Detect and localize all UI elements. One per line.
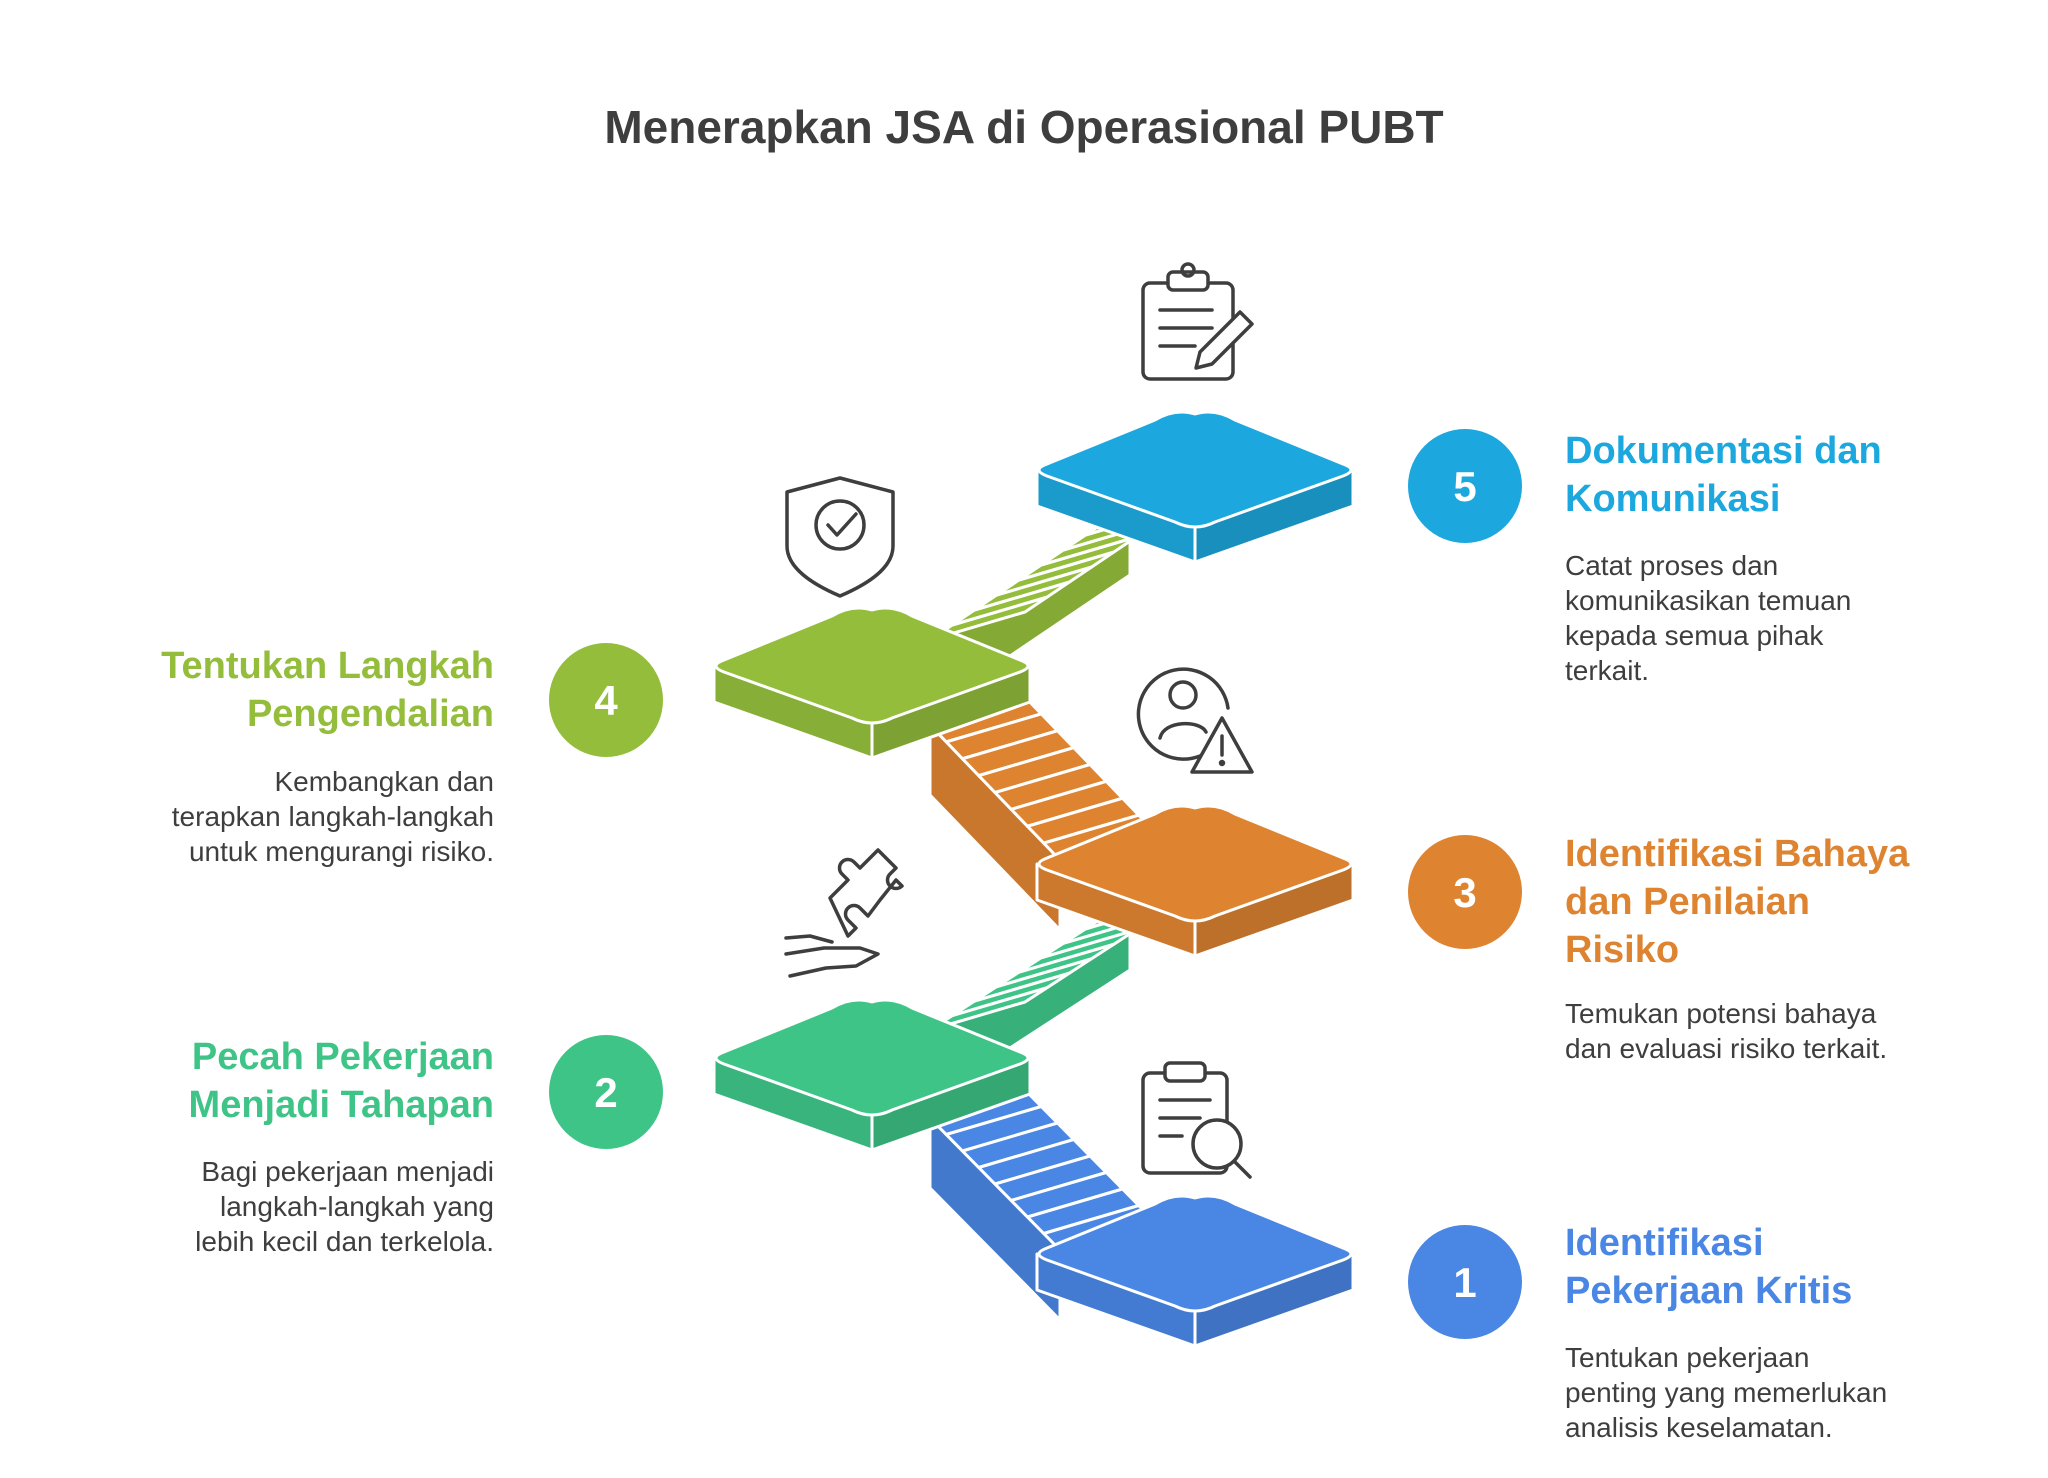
platform-step-5 — [1035, 410, 1355, 564]
step-1-desc-line: Tentukan pekerjaan — [1565, 1342, 1810, 1373]
badge-circle — [549, 1035, 663, 1149]
step-5-desc-line: komunikasikan temuan — [1565, 585, 1852, 616]
step-2-title-line: Pecah Pekerjaan — [191, 1036, 494, 1078]
step-badge-1: 1 — [1408, 1225, 1522, 1339]
step-3-desc-line: dan evaluasi risiko terkait. — [1565, 1033, 1888, 1064]
step-4-desc-line: untuk mengurangi risiko. — [188, 836, 494, 867]
step-2-title-line: Menjadi Tahapan — [188, 1084, 494, 1126]
step-badge-3: 3 — [1408, 835, 1522, 949]
stairs-orange — [928, 695, 1157, 932]
step-badge-5: 5 — [1408, 429, 1522, 543]
step-4-title-line: Tentukan Langkah — [161, 645, 494, 687]
step-5-desc-line: kepada semua pihak — [1565, 620, 1824, 651]
clipboard-search-icon — [1141, 1061, 1252, 1179]
step-2-desc-line: Bagi pekerjaan menjadi — [201, 1156, 494, 1187]
step-4-desc-line: terapkan langkah-langkah — [171, 801, 494, 832]
shield-check-icon — [785, 476, 895, 598]
platform-step-1 — [1035, 1194, 1355, 1348]
step-3-desc-line: Temukan potensi bahaya — [1565, 998, 1877, 1029]
step-4-title: Tentukan Langkah Pengendalian — [54, 642, 494, 738]
step-2-desc-line: lebih kecil dan terkelola. — [195, 1226, 494, 1257]
platform-step-4 — [712, 606, 1032, 760]
step-2-title: Pecah Pekerjaan Menjadi Tahapan — [54, 1033, 494, 1129]
step-1-description: Tentukan pekerjaan penting yang memerluk… — [1565, 1340, 1975, 1445]
badge-circle — [549, 643, 663, 757]
step-3-title-line: dan Penilaian — [1565, 881, 1810, 923]
step-1-desc-line: penting yang memerlukan — [1565, 1377, 1888, 1408]
step-1-title-line: Identifikasi — [1565, 1222, 1764, 1264]
clipboard-pen-icon — [1141, 262, 1254, 381]
step-3-title-line: Risiko — [1565, 929, 1680, 971]
badge-number: 5 — [1453, 463, 1476, 510]
step-5-title-line: Komunikasi — [1565, 478, 1781, 520]
step-3-title-line: Identifikasi Bahaya — [1565, 833, 1910, 875]
badge-number: 3 — [1453, 869, 1476, 916]
step-badge-4: 4 — [549, 643, 663, 757]
badge-circle — [1408, 835, 1522, 949]
badge-number: 1 — [1453, 1259, 1476, 1306]
step-1-title: Identifikasi Pekerjaan Kritis — [1565, 1219, 2005, 1315]
badge-number: 2 — [594, 1069, 617, 1116]
badge-circle — [1408, 429, 1522, 543]
step-2-desc-line: langkah-langkah yang — [220, 1191, 494, 1222]
step-5-desc-line: terkait. — [1565, 655, 1650, 686]
step-3-description: Temukan potensi bahaya dan evaluasi risi… — [1565, 996, 1975, 1066]
step-4-description: Kembangkan dan terapkan langkah-langkah … — [84, 764, 494, 869]
badge-circle — [1408, 1225, 1522, 1339]
step-2-description: Bagi pekerjaan menjadi langkah-langkah y… — [84, 1154, 494, 1259]
step-5-description: Catat proses dan komunikasikan temuan ke… — [1565, 548, 1975, 688]
user-warning-icon — [1136, 667, 1254, 774]
hand-puzzle-icon — [784, 848, 904, 978]
step-1-title-line: Pekerjaan Kritis — [1565, 1270, 1853, 1312]
platforms-group — [712, 410, 1355, 1348]
step-1-desc-line: analisis keselamatan. — [1565, 1412, 1833, 1443]
step-4-desc-line: Kembangkan dan — [274, 766, 494, 797]
step-3-title: Identifikasi Bahaya dan Penilaian Risiko — [1565, 830, 2005, 974]
step-5-title-line: Dokumentasi dan — [1565, 430, 1882, 472]
step-badge-2: 2 — [549, 1035, 663, 1149]
step-4-title-line: Pengendalian — [246, 693, 494, 735]
platform-step-2 — [712, 998, 1032, 1152]
page-title: Menerapkan JSA di Operasional PUBT — [604, 101, 1444, 153]
badge-number: 4 — [594, 677, 618, 724]
step-5-title: Dokumentasi dan Komunikasi — [1565, 427, 2005, 523]
badges-group: 1 2 3 4 5 — [549, 429, 1522, 1339]
step-5-desc-line: Catat proses dan — [1565, 550, 1779, 581]
platform-step-3 — [1035, 804, 1355, 958]
